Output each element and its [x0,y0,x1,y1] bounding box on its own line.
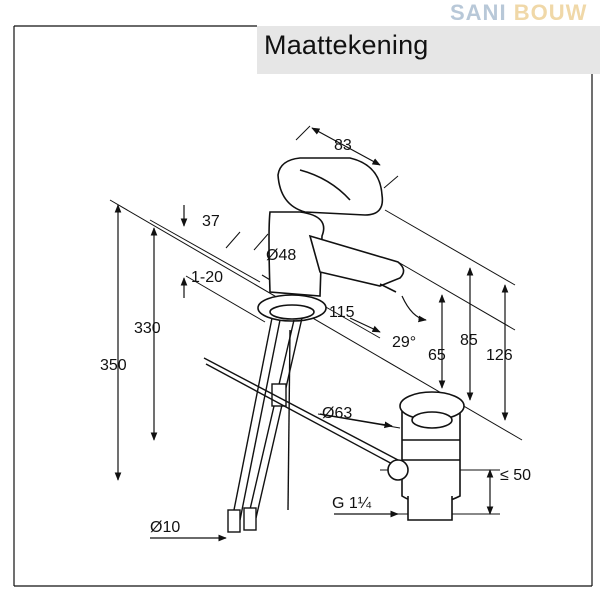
drain-plug [411,411,453,429]
popup-rod [203,357,399,467]
dim-arrow-63 [319,413,393,429]
base-ring-inner [269,304,315,320]
label-29: 29° [392,334,416,351]
label-g: G 1¼ [332,495,372,512]
drawing-frame [13,25,593,587]
title-banner [257,26,600,74]
brand-logo-part2: BOUW [513,0,588,25]
brand-logo: SANI BOUW [450,0,587,26]
angle-arc-29 [401,295,427,323]
label-10: Ø10 [150,519,180,536]
brand-logo-part1: SANI [450,0,507,25]
drain-outlet [407,496,453,521]
lever-inner [299,169,351,201]
label-48: Ø48 [266,247,296,264]
label-50: ≤ 50 [500,467,531,484]
lever-handle [277,157,384,216]
label-1-20: 1-20 [191,269,223,286]
base-ring [257,294,327,322]
spout-outlet [379,283,397,293]
faucet-spout [308,234,405,287]
label-126: 126 [486,347,513,364]
label-115: 115 [329,304,355,321]
label-65: 65 [428,347,446,364]
faucet-column [268,211,325,297]
waste-drain [387,391,465,521]
label-350: 350 [100,357,127,374]
label-63: Ø63 [322,405,352,422]
label-85: 85 [460,332,478,349]
label-37: 37 [202,213,220,230]
dim-line-83 [311,127,381,166]
dim-arrow-115 [349,317,381,333]
page-title: Maattekening [264,30,429,60]
dimension-labels: 83 37 Ø48 1-20 115 29° 330 350 65 85 126… [100,137,531,536]
faucet [257,157,405,322]
supply-hoses [227,317,303,533]
label-83: 83 [334,137,352,154]
label-330: 330 [134,320,161,337]
